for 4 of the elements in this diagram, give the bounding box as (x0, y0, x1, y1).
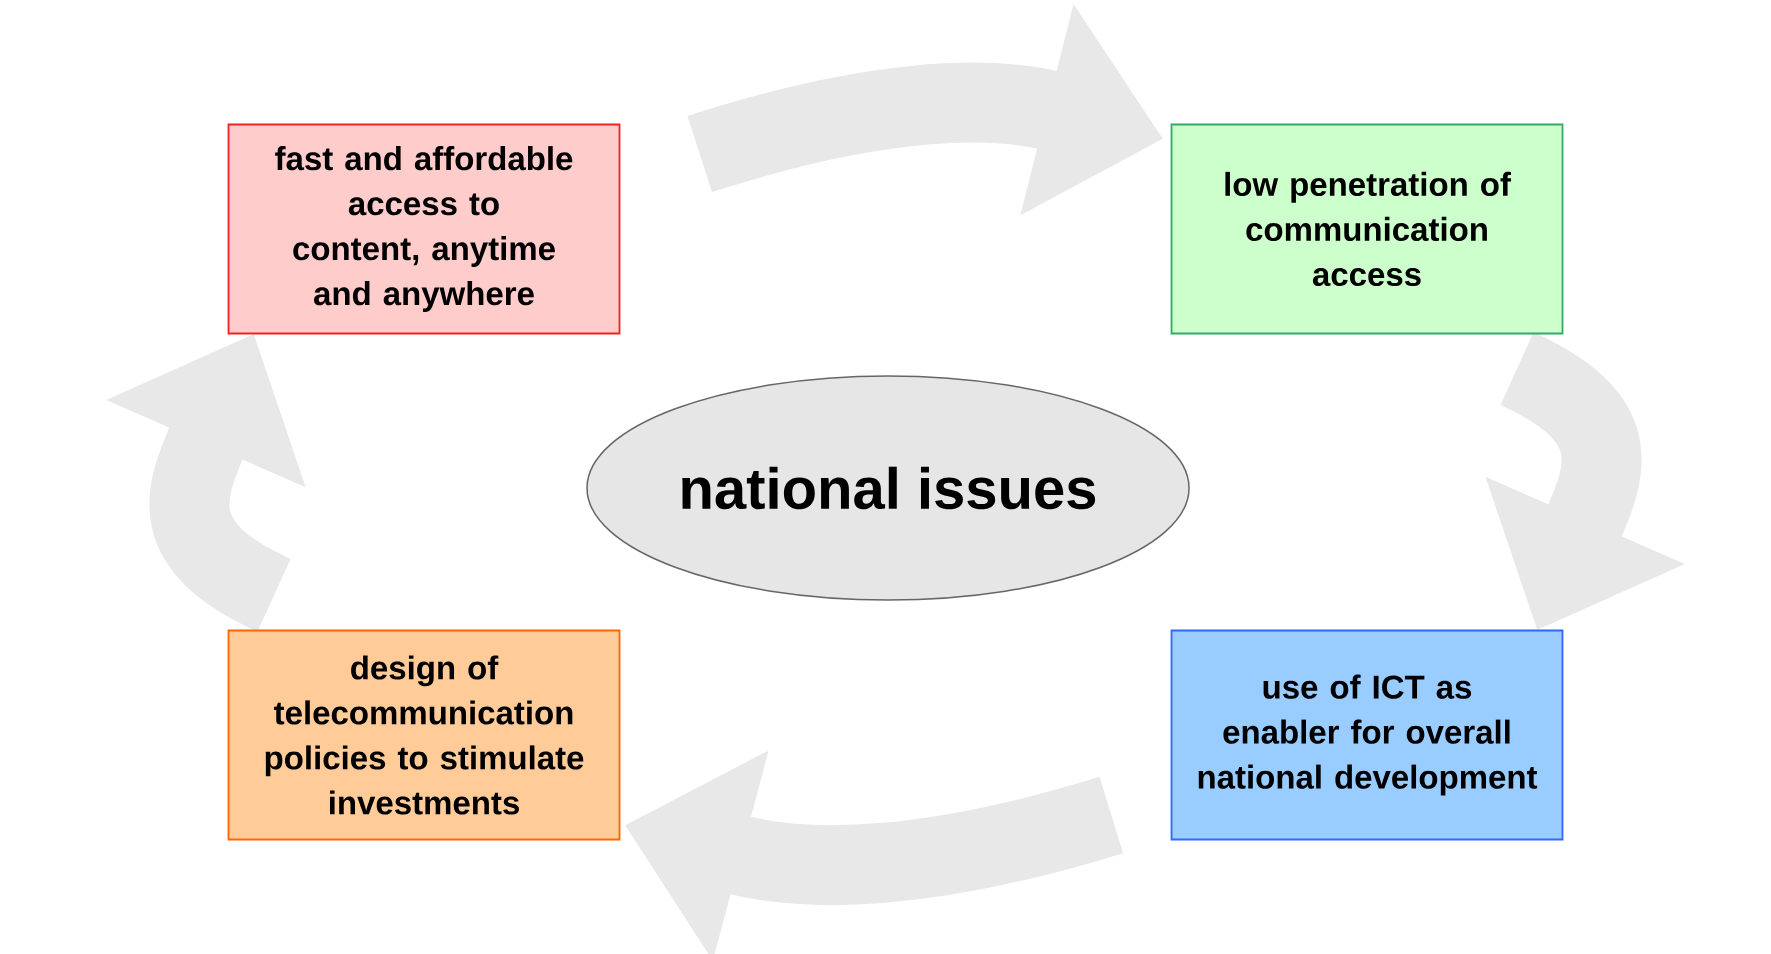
process-box: fast and affordable access to content, anytime and anywhere (227, 123, 621, 335)
process-box: use of ICT as enabler for overall national development (1170, 629, 1564, 841)
process-box: low penetration of communication access (1170, 123, 1564, 335)
process-box: design of telecommunication policies to stimulate investments (227, 629, 621, 841)
